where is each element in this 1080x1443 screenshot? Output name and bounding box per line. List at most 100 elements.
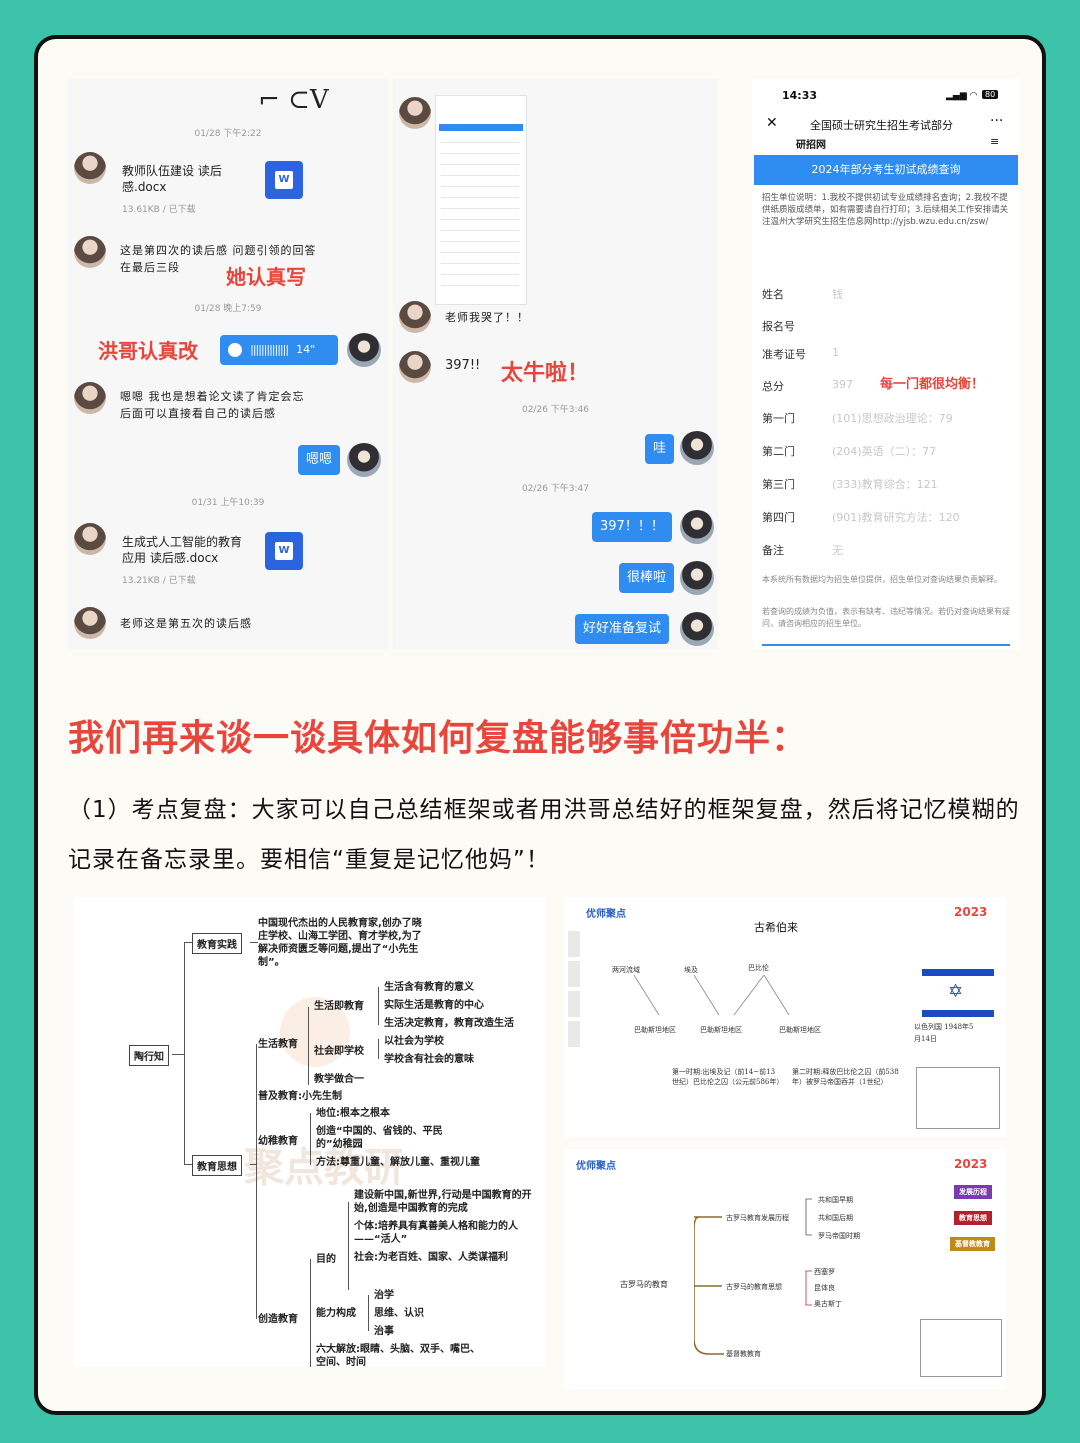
- mindmap-node: 幼稚教育: [258, 1136, 298, 1147]
- reply-bubble[interactable]: 哇: [645, 434, 675, 464]
- mindmap-leaf: 创造“中国的、省钱的、平民的”幼稚园: [316, 1126, 443, 1150]
- score-screenshot-thumbnail[interactable]: [435, 95, 527, 305]
- mindmap-panel: 聚点教研 陶行知 教育实践 中国现代杰出的人民教育家,创办了晓庄学校、山海工学团…: [74, 897, 546, 1367]
- score-value: (901)教育研究方法：120: [832, 511, 960, 524]
- mindmap-leaf: 中国现代杰出的人民教育家,创办了晓庄学校、山海工学团、育才学校,为了解决师资匮乏…: [258, 918, 422, 968]
- period-note: 第二时期:释放巴比伦之囚（前538年）被罗马帝国吞并（1世纪）: [792, 1068, 899, 1086]
- avatar: [680, 612, 714, 646]
- mindmap-leaf: 生活决定教育，教育改造生活: [384, 1018, 514, 1029]
- close-icon[interactable]: ✕: [766, 115, 778, 131]
- avatar: [680, 431, 714, 465]
- notice-text: 招生单位说明：1.我校不提供初试专业成绩排名查询；2.我校不提供纸质版成绩单，如…: [762, 193, 1009, 227]
- file-meta: 13.21KB / 已下载: [122, 576, 196, 586]
- query-banner: 2024年部分考生初试成绩查询: [754, 155, 1018, 185]
- period-note: 第一时期:出埃及记（前14~前13世纪）巴比伦之囚（公元前586年）: [672, 1068, 784, 1086]
- timestamp: 01/28 下午2:22: [194, 129, 262, 139]
- diagram-title: 古希伯来: [754, 921, 798, 934]
- mindmap-leaf: 生活含有教育的意义: [384, 982, 474, 993]
- avatar: [399, 301, 431, 333]
- voice-length: 14": [296, 343, 316, 356]
- mindmap-leaf: 地位:根本之根本: [316, 1108, 390, 1119]
- avatar: [74, 523, 106, 555]
- mindmap-leaf: 学校含有社会的意味: [384, 1054, 474, 1065]
- avatar: [74, 236, 106, 268]
- chat-message: 老师我哭了！！: [445, 311, 529, 324]
- watermark: 聚点教研: [244, 1145, 404, 1191]
- avatar: [347, 333, 381, 367]
- branch-leaf: 共和国早期: [818, 1196, 853, 1204]
- reply-bubble[interactable]: 好好准备复试: [575, 614, 670, 644]
- reply-bubble[interactable]: 很棒啦: [619, 563, 675, 593]
- timestamp: 02/26 下午3:46: [521, 405, 589, 415]
- red-annotation: 洪哥认真改: [98, 339, 198, 363]
- mindmap-root: 陶行知: [129, 1045, 169, 1066]
- chat-panel-middle: 老师我哭了！！ 397!! 太牛啦！ 02/26 下午3:46 哇 02/26 …: [393, 79, 718, 649]
- timestamp: 01/28 晚上7:59: [194, 304, 262, 314]
- mindmap-node: 生活即教育: [314, 1001, 364, 1012]
- score-label: 备注: [762, 544, 784, 557]
- voice-message[interactable]: |||||||||||||| 14": [220, 335, 338, 365]
- card: ⌐ ⊂V 01/28 下午2:22 教师队伍建设 读后感.docx 13.61K…: [34, 35, 1046, 1415]
- score-label: 报名号: [762, 320, 795, 333]
- diagram-label: 两河流域: [612, 966, 640, 974]
- score-value: 397: [832, 378, 853, 391]
- signal-icon: ▂▄▆ ◠: [946, 91, 978, 101]
- file-meta: 13.61KB / 已下载: [122, 205, 196, 215]
- legend-tag: 教育思想: [954, 1211, 992, 1225]
- avatar: [74, 382, 106, 414]
- israel-label: 以色列国 1948年5月14日: [914, 1023, 974, 1043]
- score-value: (333)教育综合：121: [832, 478, 938, 491]
- score-label: 第四门: [762, 511, 795, 524]
- branch-leaf: 西塞罗: [814, 1268, 835, 1276]
- branch-leaf: 罗马帝国时期: [818, 1232, 860, 1240]
- section-paragraph: （1）考点复盘：大家可以自己总结框架或者用洪哥总结好的框架复盘，然后将记忆模糊的…: [68, 797, 1020, 873]
- word-file-icon[interactable]: W: [265, 161, 303, 199]
- legend-tag: 发展历程: [954, 1185, 992, 1199]
- mindmap-leaf: 治事: [374, 1326, 394, 1337]
- phone-score-page: 14:33 ▂▄▆ ◠ 80 ✕ 全国硕士研究生招生考试部分 ··· 研招网 ≡…: [752, 79, 1020, 649]
- diagram-label: 埃及: [684, 966, 698, 974]
- mindmap-node: 教育实践: [192, 933, 242, 954]
- mindmap-leaf: 实际生活是教育的中心: [384, 1000, 484, 1011]
- mindmap-leaf: 治学: [374, 1290, 394, 1301]
- rome-diagram: 优师聚点 2023 古罗马的教育 古罗马教育发展历程 共和国早期 共和国后期 罗…: [564, 1149, 1006, 1389]
- word-file-icon[interactable]: W: [265, 532, 303, 570]
- avatar: [680, 510, 714, 544]
- brand-logo: 优师聚点: [576, 1161, 616, 1172]
- red-annotation: 她认真写: [226, 265, 306, 289]
- menu-icon[interactable]: ≡: [990, 135, 1000, 148]
- mindmap-leaf: 建设新中国,新世界,行动是中国教育的开始,创造是中国教育的完成: [354, 1190, 532, 1214]
- mindmap-leaf: 六大解放:眼睛、头脑、双手、嘴巴、空间、时间: [316, 1344, 480, 1367]
- waveform-icon: ||||||||||||||: [250, 343, 289, 356]
- reply-bubble[interactable]: 嗯嗯: [298, 445, 341, 475]
- branch: 古罗马的教育思想: [726, 1283, 782, 1291]
- brand-logo: 优师聚点: [586, 909, 626, 920]
- score-value: 1: [832, 346, 839, 359]
- hebrew-diagram: 优师聚点 2023 古希伯来 两河流域 埃及 巴比伦 巴勒斯坦地区 巴勒斯坦地区…: [564, 897, 1006, 1137]
- diagram-label: 巴勒斯坦地区: [779, 1026, 821, 1034]
- image-placeholder: [916, 1067, 1000, 1129]
- red-annotation: 每一门都很均衡！: [880, 377, 985, 392]
- mindmap-node: 能力构成: [316, 1308, 356, 1319]
- footer-note: 若查询的成绩为负值，表示有缺考、违纪等情况。若仍对查询结果有疑问，请咨询相应的招…: [762, 607, 1010, 628]
- branch-leaf: 昆体良: [814, 1284, 835, 1292]
- mindmap-leaf: 方法:尊重儿童、解放儿童、重视儿童: [316, 1157, 480, 1168]
- more-icon[interactable]: ···: [990, 113, 1004, 129]
- diagram-center: 古罗马的教育: [620, 1280, 668, 1289]
- badge: 2023: [954, 1157, 988, 1171]
- diagram-label: 巴比伦: [748, 964, 769, 972]
- file-name[interactable]: 教师队伍建设 读后感.docx: [122, 164, 222, 194]
- chat-message: 这是第四次的读后感 问题引领的回答在最后三段: [120, 244, 317, 274]
- score-label: 第三门: [762, 478, 795, 491]
- mindmap-leaf: 社会:为老百姓、国家、人类谋福利: [354, 1252, 508, 1263]
- avatar: [680, 561, 714, 595]
- thumbnail-lines: [441, 136, 519, 296]
- reply-bubble[interactable]: 397！！！: [592, 512, 672, 542]
- file-name[interactable]: 生成式人工智能的教育 应用 读后感.docx: [122, 535, 243, 565]
- score-label: 第二门: [762, 445, 795, 458]
- chat-message: 397!!: [445, 358, 481, 373]
- score-label: 第一门: [762, 412, 795, 425]
- mindmap-node: 生活教育: [258, 1039, 298, 1050]
- score-label: 准考证号: [762, 348, 806, 361]
- mindmap-node: 创造教育: [258, 1314, 298, 1325]
